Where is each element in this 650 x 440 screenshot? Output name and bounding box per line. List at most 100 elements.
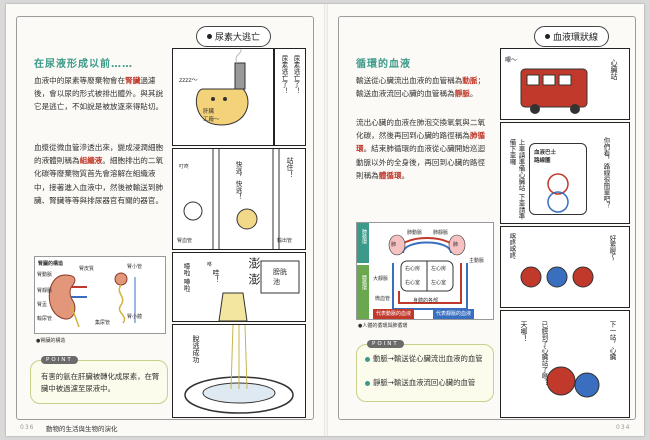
circ-label-pulmonary-vein: 肺靜脈: [433, 230, 449, 236]
comic-tired-text: 好累喔～: [608, 235, 616, 261]
left-section-tag: 尿素大逃亡: [196, 26, 272, 47]
circ-label-right-atrium: 右心房: [405, 266, 421, 272]
systemic-band: [357, 265, 369, 319]
right-section-tag: 血液環狀線: [534, 26, 610, 47]
left-heading: 在尿液形成以前……: [34, 59, 133, 70]
kidney-drawing: [48, 272, 136, 328]
comic-fx-text: 澎 澎: [247, 257, 261, 285]
right-point-box: POINT 動脈→輸送從心臟流出血液的血管 靜脈→輸送血液流回心臟的血管: [356, 340, 494, 402]
systemic-label: 體循環: [361, 275, 367, 290]
left-book-title: 動物的生活與生物的演化: [46, 425, 118, 433]
comic-panel-alarm: 尿素逃亡了！ 尿素逃亡了！: [274, 48, 306, 146]
comic-alarm-speech-2: 尿素逃亡了！: [280, 55, 288, 94]
comic-panel-route: 血液巴士 路線圖 上車請準備心臟站 下車請準備下車囉 你們看，路線很簡單吧？: [500, 122, 630, 224]
comic-chi-text: 哇！: [212, 269, 220, 283]
kidney-label-cortex: 腎皮質: [79, 266, 95, 272]
comic-up-down: 上車請準備心臟站 下車請準備下車囉: [508, 139, 525, 220]
bladder-drawing: [218, 260, 300, 322]
legend-vein: 代表靜脈的血液: [433, 309, 475, 319]
legend-artery: 代表動脈的血液: [373, 309, 415, 319]
kidney-label-duct: 集尿管: [95, 320, 111, 326]
right-point-label: POINT: [367, 340, 404, 348]
comic-panel-chase: 快逃，快逃！ 站住！ 叮咚 腎血管 輸出管: [172, 148, 306, 250]
point-bullet-2: [365, 381, 370, 386]
kidney-diagram: 腎臟的構造 腎動脈 腎靜脈 腎盂 輸尿管 腎皮質 腎小管 腎小體 集尿管: [34, 256, 166, 334]
pulmonary-label: 肺循環: [361, 229, 367, 244]
left-page-frame: [16, 16, 314, 420]
comic-panel-arrive: 天哪！ 已經到了心臟站了嗎？ 下一站，心臟: [500, 310, 630, 418]
kidney-label-tubule: 腎小管: [127, 264, 143, 270]
circ-label-pulmonary-artery: 肺動脈: [407, 230, 423, 236]
kidney-label-artery: 腎動脈: [37, 272, 53, 278]
circ-label-right-ventricle: 右心室: [405, 280, 421, 286]
left-point-label: POINT: [41, 356, 78, 364]
circ-label-left-ventricle: 左心室: [431, 280, 447, 286]
comic-vessel-1: 腎血管: [177, 238, 193, 244]
arrive-drawing: [546, 366, 600, 398]
heart-circulation-drawing: [388, 234, 468, 310]
circulation-caption: ●人體的循環與肺循環: [358, 323, 408, 329]
comic-bus-fx: 嗶～: [505, 57, 518, 64]
right-page: 血液環狀線 循環的血液 輸送從心臟流出血液的血管稱為動脈；輸送血液流回心臟的血管…: [328, 4, 646, 436]
liver-factory-drawing: [196, 48, 249, 126]
kidney-label-corpuscle: 腎小體: [127, 314, 143, 320]
kidney-label-vein: 腎靜脈: [37, 288, 53, 294]
left-paragraph-2: 血漿從微血管滲透出來，變成浸潤細胞的液體則稱為組織液。細胞排出的二氧化碳等廢棄物…: [34, 143, 164, 205]
pulmonary-band: [357, 223, 369, 263]
comic-heaven-text: 天哪！: [520, 321, 528, 342]
right-point-item-2: 靜脈→輸送血液流回心臟的血管: [373, 378, 476, 387]
route-loops: [547, 173, 569, 213]
comic-panel-bladder: 嘩啦 嘩啦 咻 哇！ 澎 澎 膀胱 池: [172, 252, 306, 322]
comic-panel-liver: zzzz～ 肝臟 工廠～: [172, 48, 274, 146]
circ-label-capillary: 微血管: [375, 296, 391, 302]
circ-label-lung-left: 肺: [391, 242, 397, 248]
comic-panel-ride: 喀咚喀咚 好累喔～: [500, 226, 630, 308]
comic-sound-text: 嘩啦 嘩啦: [182, 263, 190, 292]
right-paragraph-1: 輸送從心臟流出血液的血管稱為動脈；輸送血液流回心臟的血管稱為靜脈。: [356, 76, 486, 99]
route-map: 血液巴士 路線圖: [529, 143, 587, 215]
comic-liver-label: 肝臟 工廠～: [203, 109, 220, 123]
right-page-frame: [338, 16, 636, 420]
right-page-number: 034: [616, 424, 631, 431]
right-point-item-1: 動脈→輸送從心臟流出血液的血管: [373, 354, 483, 363]
comic-fast-text: 快逃，快逃！: [234, 161, 242, 200]
route-map-title: 血液巴士 路線圖: [534, 150, 557, 164]
left-paragraph-1: 血液中的尿素等廢棄物會在腎臟過濾後，會以尿的形式被排出體外。與其說它是逃亡，不如…: [34, 76, 164, 112]
bus-drawing: [520, 68, 588, 114]
left-page-number: 036: [20, 424, 35, 431]
kidney-caption: ●腎臟的構造: [36, 338, 66, 344]
comic-next-text: 下一站，心臟: [608, 321, 616, 360]
kidney-label-ureter: 輸尿管: [37, 316, 53, 322]
kidney-label-pelvis: 腎盂: [37, 302, 48, 308]
circ-label-left-atrium: 左心房: [431, 266, 447, 272]
comic-lit-text: 叮咚: [179, 164, 190, 170]
comic-panel-escape: 脫逃成功: [172, 324, 306, 418]
comic-panel-bus: 嗶～ 心臟站: [500, 48, 630, 120]
circ-label-vena-cava: 大靜脈: [373, 276, 389, 282]
comic-escape-text: 脫逃成功: [192, 335, 200, 363]
chase-drawing: [183, 149, 280, 249]
left-point-box: POINT 有害的氨在肝臟被轉化成尿素，在腎臟中被過濾至尿液中。: [30, 356, 168, 404]
circulation-diagram: 肺循環 體循環 肺 肺動脈 肺靜脈 肺 主動脈 右心房 左心房 右心室 左心室 …: [356, 222, 494, 320]
circ-label-body: 身體的各部: [413, 298, 439, 304]
book-gutter: [324, 4, 328, 436]
comic-phew-text: 咻: [207, 262, 213, 268]
right-paragraph-2: 流出心臟的血液在肺泡交換氧氣與二氧化碳，然後再回到心臟的路徑稱為肺循環。結束肺循…: [356, 118, 486, 180]
left-point-text: 有害的氨在肝臟被轉化成尿素，在腎臟中被過濾至尿液中。: [41, 372, 160, 393]
point-bullet-1: [365, 357, 370, 362]
left-page: 尿素大逃亡 在尿液形成以前…… 血液中的尿素等廢棄物會在腎臟過濾後，會以尿的形式…: [6, 4, 324, 436]
comic-heart-stop: 心臟站: [610, 59, 618, 80]
comic-alarm-speech-1: 尿素逃亡了！: [292, 55, 300, 94]
comic-vessel-2: 輸出管: [277, 238, 293, 244]
circ-label-aorta: 主動脈: [469, 258, 485, 264]
kidney-diagram-title: 腎臟的構造: [38, 261, 64, 267]
comic-try-text: 你們看，路線很簡單吧？: [602, 137, 610, 209]
right-heading: 循環的血液: [356, 59, 411, 70]
comic-bladder-label: 膀胱 池: [273, 268, 287, 286]
comic-stop-text: 站住！: [286, 157, 294, 178]
comic-arrive-text: 已經到了心臟站了嗎？: [540, 321, 548, 386]
toilet-drawing: [184, 324, 294, 414]
ride-drawing: [520, 266, 594, 288]
comic-zzz: zzzz～: [179, 77, 198, 84]
circ-label-lung-right: 肺: [453, 242, 459, 248]
